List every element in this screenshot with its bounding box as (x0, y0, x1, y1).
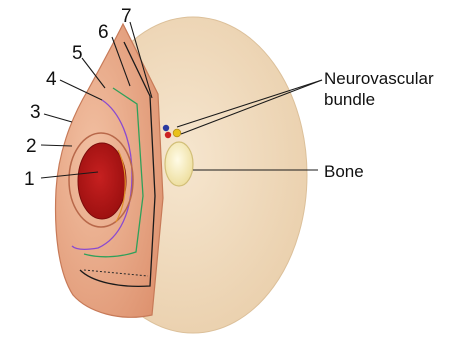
label-2: 2 (26, 136, 37, 157)
bone (165, 142, 193, 186)
vein-dot (163, 125, 169, 131)
label-4: 4 (46, 69, 57, 90)
leader-3 (44, 114, 72, 122)
label-neurovascular-line1: Neurovascular (324, 69, 434, 88)
label-7: 7 (121, 6, 132, 27)
label-1: 1 (24, 169, 35, 190)
nerve-dot (173, 129, 181, 137)
artery-dot (165, 132, 171, 138)
tumor (78, 143, 126, 219)
label-5: 5 (72, 43, 83, 64)
label-neurovascular-line2: bundle (324, 90, 375, 109)
label-3: 3 (30, 102, 41, 123)
label-6: 6 (98, 22, 109, 43)
label-bone: Bone (324, 162, 364, 181)
